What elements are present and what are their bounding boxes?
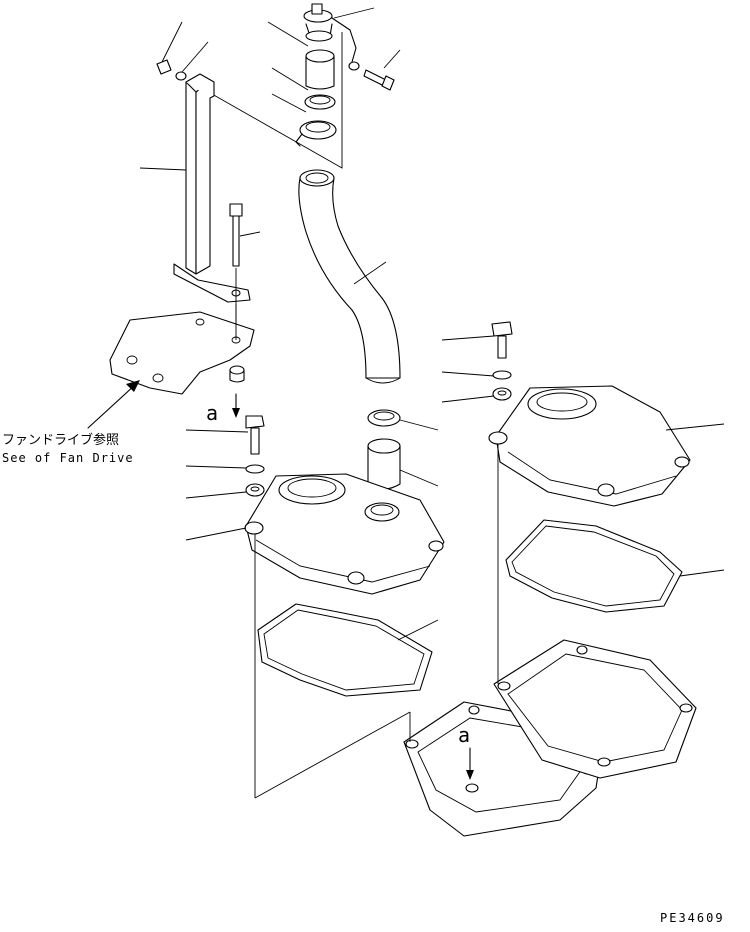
head-cover-right (488, 385, 691, 507)
gasket-left (257, 603, 433, 697)
reference-label-en: See of Fan Drive (2, 451, 134, 465)
leader-lines (139, 7, 725, 641)
head-cover-left (244, 473, 445, 595)
connector-tube (367, 438, 401, 490)
breather-cap (303, 3, 360, 71)
marker-a-right: a (458, 723, 470, 747)
bolt-top-right (363, 69, 395, 91)
breather-plug (305, 49, 335, 90)
rocker-housing-right (493, 639, 697, 779)
spacer-nut (229, 365, 245, 383)
washer-right-1 (492, 370, 512, 380)
fan-drive-bracket (109, 311, 255, 395)
hose-clamp-lower (367, 409, 401, 427)
figure-code: PE34609 (660, 911, 725, 925)
arrow-fan-drive (87, 380, 140, 429)
arrow-marker-right (466, 747, 474, 780)
gasket-right (505, 519, 683, 613)
breather-hose (298, 169, 401, 384)
guide-line-bracket (211, 32, 343, 169)
bolt-left (245, 415, 265, 455)
washer-left-2 (245, 483, 265, 497)
reference-label-ja: ファンドライブ参照 (2, 432, 119, 448)
clamp-bracket (295, 120, 337, 147)
dipstick-tube (173, 73, 251, 303)
washer-right-2 (492, 387, 512, 401)
arrow-marker-left (232, 393, 240, 418)
hose-clamp-upper (304, 94, 336, 110)
bolt-right (491, 321, 513, 359)
washer-left-1 (245, 464, 265, 474)
washer-top-left (175, 71, 187, 81)
guide-lines (235, 304, 499, 799)
nut-top-left (156, 59, 172, 75)
marker-a-left: a (206, 401, 218, 425)
